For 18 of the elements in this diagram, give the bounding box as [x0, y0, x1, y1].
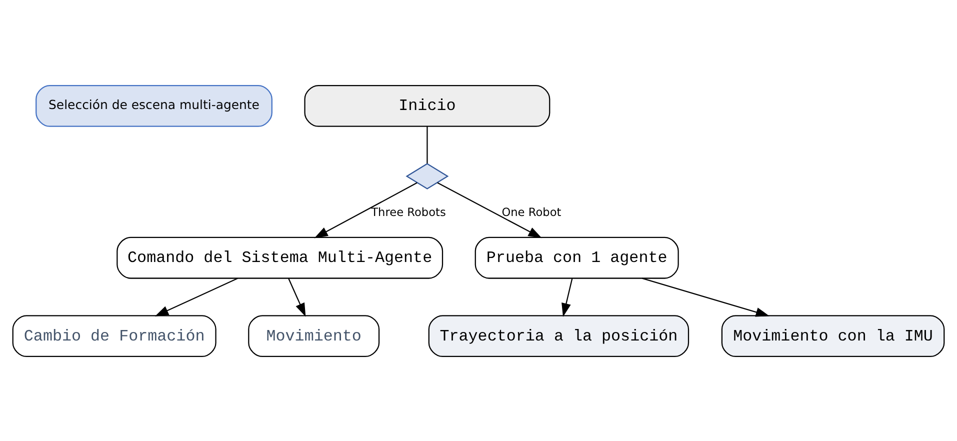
node-box: Cambio de Formación: [12, 314, 216, 357]
node-box: Movimiento: [248, 314, 380, 357]
connector: [426, 126, 428, 163]
node-box: Movimiento con la IMU: [721, 314, 945, 357]
edge-label: Three Robots: [371, 204, 446, 218]
node-box: Trayectoria a la posición: [428, 314, 690, 357]
arrow: [314, 182, 418, 238]
arrow: [154, 277, 238, 316]
node-box: Comando del Sistema Multi-Agente: [116, 236, 444, 278]
arrow: [642, 277, 770, 316]
arrow: [288, 278, 306, 316]
arrow: [437, 182, 542, 238]
edge-label: One Robot: [502, 204, 562, 218]
node-box: Selección de escena multi-agente: [36, 84, 272, 126]
node-box: Inicio: [304, 84, 550, 126]
arrow: [562, 278, 573, 316]
node-box: Prueba con 1 agente: [474, 236, 679, 278]
node-diamond: [406, 162, 449, 189]
